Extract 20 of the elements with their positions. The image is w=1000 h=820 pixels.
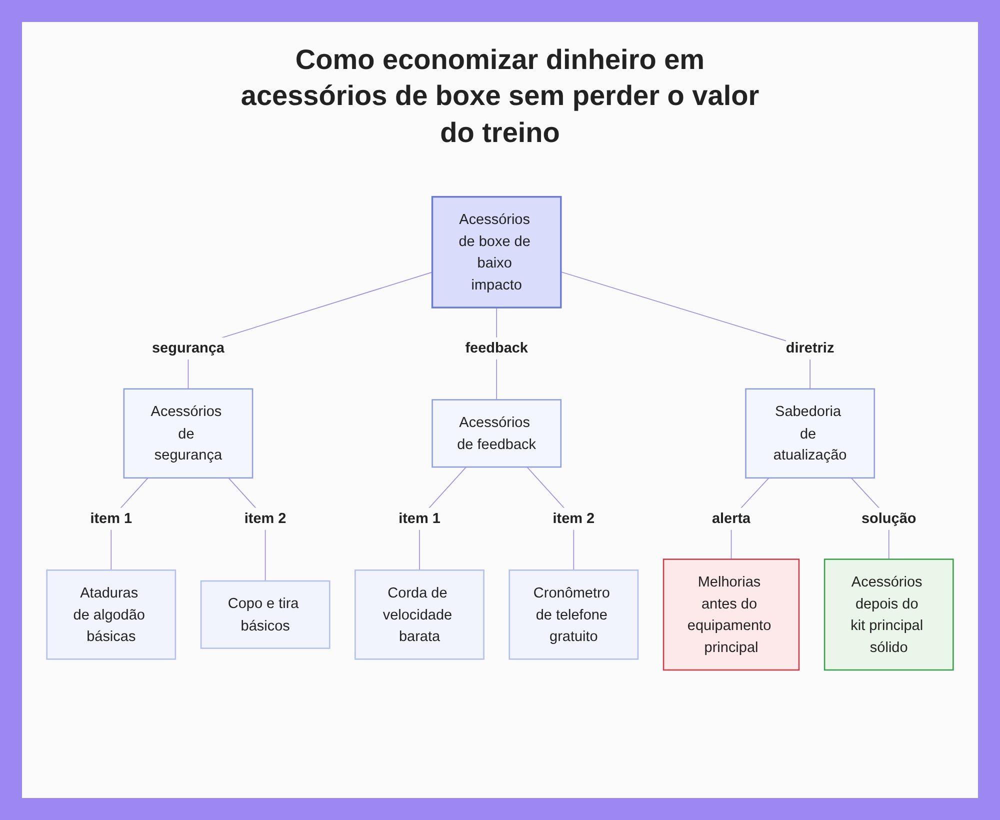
edge-label: item 2 bbox=[552, 510, 595, 526]
edge-label: item 1 bbox=[90, 510, 132, 526]
node-box: Acessórios de boxe de baixo impacto bbox=[431, 196, 562, 308]
node-box: Acessórios de feedback bbox=[432, 399, 562, 468]
node-box: Copo e tira básicos bbox=[200, 580, 330, 649]
node-box: Corda de velocidade barata bbox=[354, 569, 484, 660]
node-box: Melhorias antes do equipamento principal bbox=[662, 558, 800, 671]
diagram-title: Como economizar dinheiro em acessórios de boxe sem perder o valor do treino bbox=[240, 43, 760, 150]
edge-label: solução bbox=[861, 510, 916, 526]
edge-label: alerta bbox=[712, 510, 751, 526]
node-box: Acessórios de segurança bbox=[123, 388, 254, 479]
edge-label: segurança bbox=[152, 340, 224, 356]
node-box: Sabedoria de atualização bbox=[745, 388, 876, 479]
node-box: Cronômetro de telefone gratuito bbox=[508, 569, 639, 660]
edge-label: diretriz bbox=[786, 340, 834, 356]
node-box: Ataduras de algodão básicas bbox=[46, 569, 176, 660]
edge-label: item 1 bbox=[398, 510, 440, 526]
edge-label: feedback bbox=[465, 340, 528, 356]
node-box: Acessórios depois do kit principal sólido bbox=[824, 558, 954, 671]
edge-label: item 2 bbox=[244, 510, 286, 526]
